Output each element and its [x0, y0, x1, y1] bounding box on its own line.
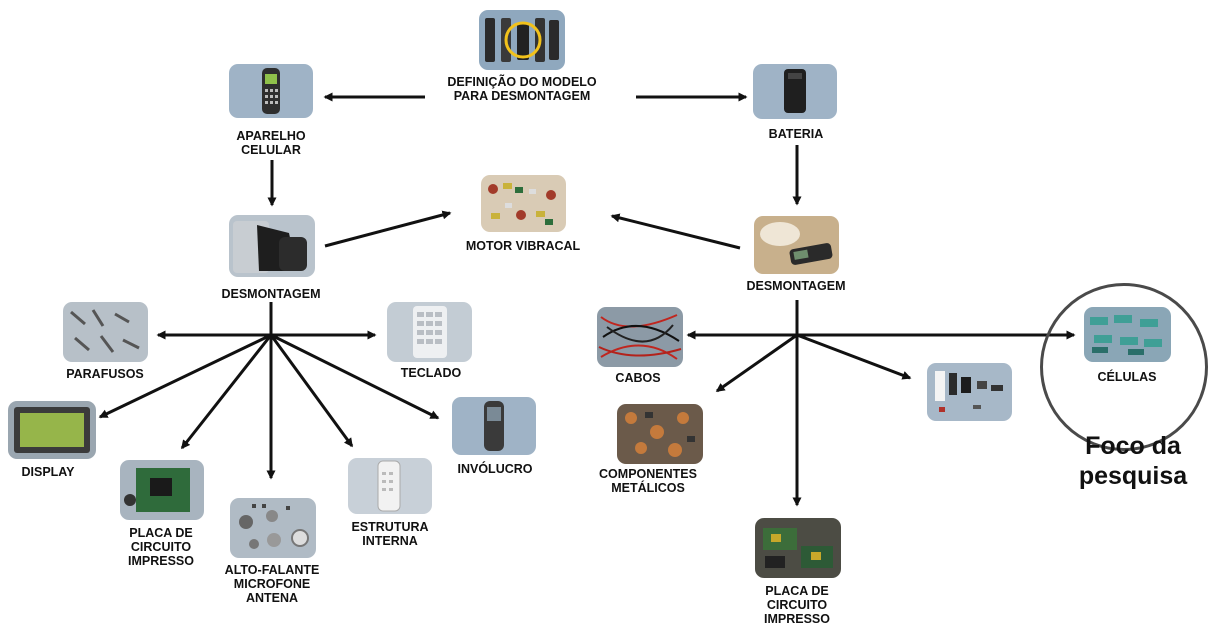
circuit-board-photo-icon: [120, 460, 204, 520]
arrow-to-pecas: [796, 333, 912, 380]
label-involucro: INVÓLUCRO: [457, 462, 533, 476]
small-parts-photo-icon: [927, 363, 1012, 421]
cell-phone-photo-icon: [229, 64, 313, 118]
battery-cells-photo-icon: [1084, 307, 1171, 362]
label-display: DISPLAY: [21, 465, 75, 479]
label-bateria: BATERIA: [768, 127, 824, 141]
keypad-photo-icon: [387, 302, 472, 362]
display-photo-icon: [8, 401, 96, 459]
arrow-to-placa-celular: [180, 334, 273, 450]
phone-models-photo-icon: [479, 10, 565, 70]
battery-photo-icon: [753, 64, 837, 119]
arrow-to-display: [98, 333, 272, 419]
battery-disassembly-photo-icon: [754, 216, 839, 274]
label-desmontagem-celular: DESMONTAGEM: [221, 287, 321, 301]
label-desmontagem-bateria: DESMONTAGEM: [746, 279, 846, 293]
label-motor-vibracal: MOTOR VIBRACAL: [465, 239, 581, 253]
label-estrutura: ESTRUTURA INTERNA: [351, 520, 429, 548]
label-placa-bateria: PLACA DE CIRCUITO IMPRESSO: [764, 584, 830, 626]
screws-photo-icon: [63, 302, 148, 362]
label-definicao: DEFINIÇÃO DO MODELO PARA DESMONTAGEM: [447, 75, 597, 103]
phone-disassembly-photo-icon: [229, 215, 315, 277]
research-focus-circle: [1040, 283, 1208, 451]
label-alto-falante: ALTO-FALANTE MICROFONE ANTENA: [224, 563, 320, 605]
label-parafusos: PARAFUSOS: [66, 367, 144, 381]
research-focus-label: Foco da pesquisa: [1078, 432, 1188, 490]
speaker-parts-photo-icon: [230, 498, 316, 558]
arrow-to-estrutura: [269, 334, 354, 448]
battery-circuit-board-photo-icon: [755, 518, 841, 578]
arrow-to-componentes: [715, 333, 798, 393]
internal-frame-photo-icon: [348, 458, 432, 514]
metal-components-photo-icon: [617, 404, 703, 464]
arrow-desmontagem-to-motor: [324, 210, 452, 248]
arrow-desmontagem-bateria-to-motor: [610, 213, 741, 250]
arrow-to-involucro: [270, 333, 440, 420]
label-celulas: CÉLULAS: [1097, 370, 1157, 384]
phone-case-photo-icon: [452, 397, 536, 455]
cables-photo-icon: [597, 307, 683, 367]
vibration-motors-photo-icon: [481, 175, 566, 232]
label-componentes: COMPONENTES METÁLICOS: [599, 467, 697, 495]
label-cabos: CABOS: [615, 371, 661, 385]
label-teclado: TECLADO: [400, 366, 462, 380]
label-aparelho-celular: APARELHO CELULAR: [236, 129, 306, 157]
label-placa-celular: PLACA DE CIRCUITO IMPRESSO: [128, 526, 194, 568]
